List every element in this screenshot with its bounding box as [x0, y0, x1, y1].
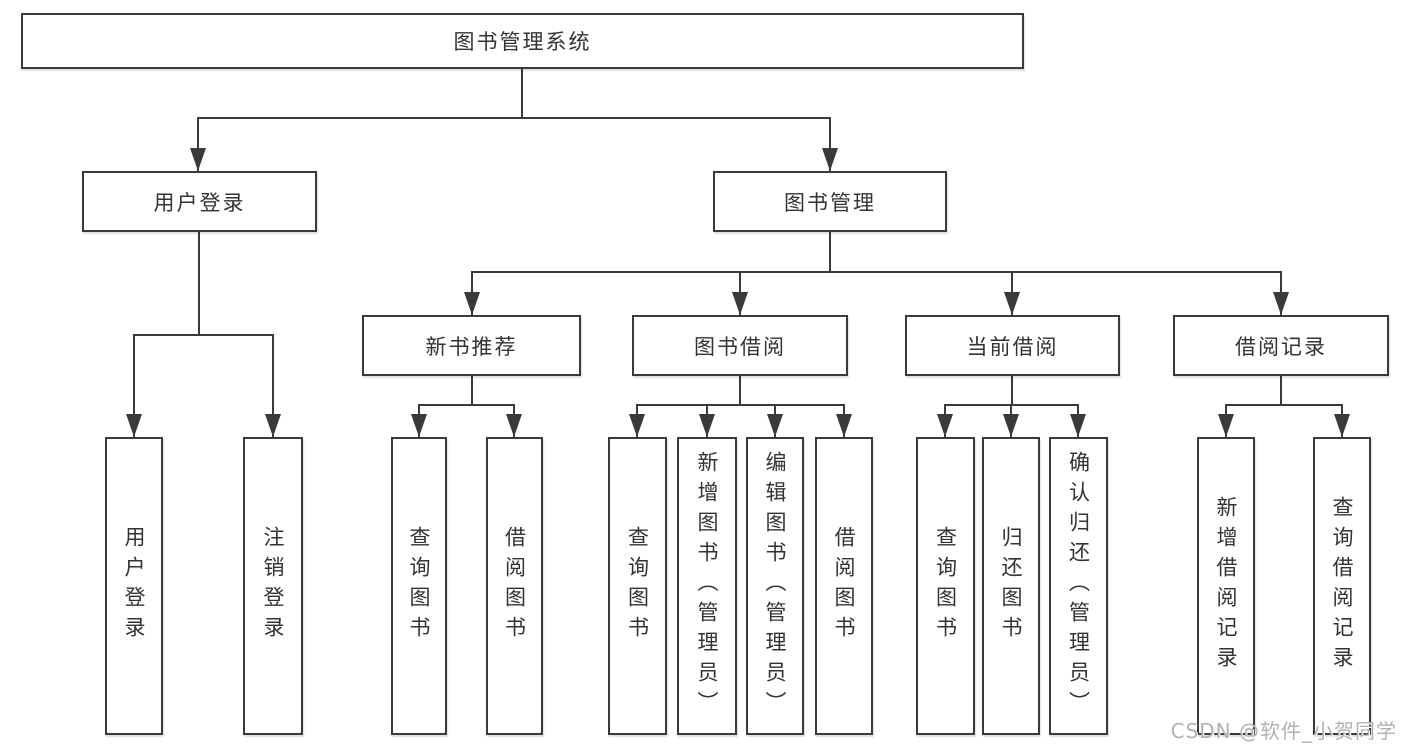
edge-line — [829, 117, 831, 171]
node-label: 用户登录 — [153, 190, 246, 215]
arrowhead-icon — [190, 148, 206, 171]
edge-line — [521, 69, 523, 118]
node-book-borrow: 图书借阅 — [632, 315, 848, 376]
arrowhead-icon — [506, 414, 522, 437]
node-label: 图书借阅 — [694, 334, 786, 359]
arrowhead-icon — [1334, 414, 1350, 437]
node-root: 图书管理系统 — [21, 13, 1024, 69]
arrowhead-icon — [767, 414, 783, 437]
arrowhead-icon — [464, 292, 480, 315]
node-label: 图书管理系统 — [453, 30, 592, 54]
edge-line — [197, 117, 199, 171]
node-new-book-recommend: 新书推荐 — [362, 315, 581, 376]
edge-line — [1011, 376, 1013, 405]
node-label: 注销登录 — [261, 526, 285, 646]
node-label: 查询图书 — [407, 526, 431, 646]
node-book-management: 图书管理 — [713, 171, 947, 232]
node-label: 图书管理 — [784, 190, 876, 215]
edge-line — [197, 117, 831, 119]
node-query-books-3: 查询图书 — [916, 437, 975, 735]
arrowhead-icon — [126, 414, 142, 437]
node-label: 借阅记录 — [1235, 334, 1327, 359]
node-add-books-admin: 新增图书（管理员） — [677, 437, 737, 735]
node-label: 查询图书 — [625, 526, 650, 646]
node-query-books-2: 查询图书 — [608, 437, 667, 735]
node-label: 新增图书（管理员） — [695, 451, 719, 721]
arrowhead-icon — [822, 148, 838, 171]
edge-line — [198, 232, 200, 335]
node-borrow-records: 借阅记录 — [1173, 315, 1389, 376]
arrowhead-icon — [1273, 292, 1289, 315]
arrowhead-icon — [1218, 414, 1234, 437]
node-label: 新书推荐 — [425, 334, 518, 359]
arrowhead-icon — [1070, 414, 1086, 437]
edge-line — [1280, 376, 1282, 405]
node-return-books: 归还图书 — [982, 437, 1040, 735]
edge-line — [272, 334, 274, 437]
edge-line — [739, 376, 741, 405]
edge-line — [1225, 404, 1343, 406]
node-add-borrow-record: 新增借阅记录 — [1197, 437, 1255, 735]
node-label: 借阅图书 — [832, 526, 856, 646]
node-confirm-return-admin: 确认归还（管理员） — [1049, 437, 1108, 735]
node-label: 新增借阅记录 — [1214, 496, 1238, 676]
node-user-login: 用户登录 — [82, 171, 317, 232]
arrowhead-icon — [732, 292, 748, 315]
csdn-watermark: CSDN @软件_小贺同学 — [1170, 719, 1397, 743]
node-label: 借阅图书 — [502, 526, 527, 646]
arrowhead-icon — [629, 414, 645, 437]
node-label: 归还图书 — [999, 526, 1023, 646]
node-edit-books-admin: 编辑图书（管理员） — [746, 437, 804, 735]
arrowhead-icon — [937, 414, 953, 437]
edge-line — [636, 404, 845, 406]
node-label: 编辑图书（管理员） — [763, 451, 787, 721]
edge-line — [471, 271, 1282, 273]
arrowhead-icon — [699, 414, 715, 437]
node-borrow-books-2: 借阅图书 — [815, 437, 873, 735]
node-query-books-1: 查询图书 — [391, 437, 447, 735]
node-current-borrow: 当前借阅 — [905, 315, 1120, 376]
edge-line — [133, 334, 135, 437]
arrowhead-icon — [265, 414, 281, 437]
arrowhead-icon — [1004, 292, 1020, 315]
node-label: 查询借阅记录 — [1330, 496, 1354, 676]
node-query-borrow-record: 查询借阅记录 — [1313, 437, 1371, 735]
arrowhead-icon — [836, 414, 852, 437]
arrowhead-icon — [411, 414, 427, 437]
node-logout-leaf: 注销登录 — [243, 437, 303, 735]
node-borrow-books-1: 借阅图书 — [486, 437, 543, 735]
edge-line — [471, 376, 473, 405]
edge-line — [133, 334, 274, 336]
arrowhead-icon — [1003, 414, 1019, 437]
edge-line — [418, 404, 515, 406]
node-label: 当前借阅 — [966, 334, 1059, 359]
edge-line — [829, 232, 831, 273]
node-label: 查询图书 — [933, 526, 958, 646]
node-label: 用户登录 — [122, 526, 146, 646]
node-user-login-leaf: 用户登录 — [105, 437, 163, 735]
node-label: 确认归还（管理员） — [1066, 451, 1091, 721]
